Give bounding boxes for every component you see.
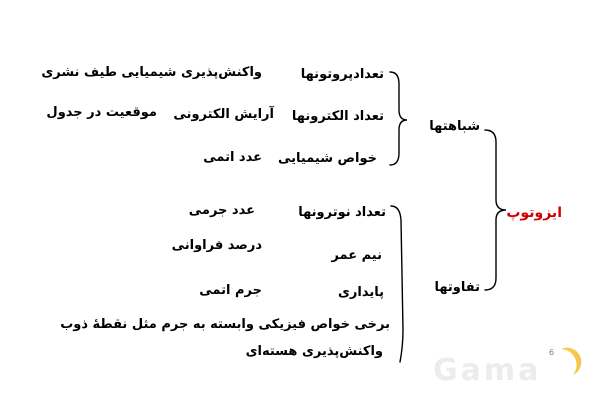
logo-accent-icon — [561, 347, 582, 375]
similarity-chemical-properties: خواص شیمیایی — [277, 151, 377, 166]
difference-atomic-mass: جرم اتمی — [199, 283, 262, 298]
differences-bracket — [390, 205, 404, 363]
difference-half-life: نیم عمر — [331, 248, 382, 263]
similarity-electron-configuration: آرایش الکترونی — [173, 107, 274, 122]
difference-abundance: درصد فراوانی — [171, 238, 262, 253]
root-bracket — [484, 129, 507, 291]
difference-neutrons: تعداد نوترونها — [298, 205, 386, 220]
gama-logo: Gama — [433, 347, 582, 388]
similarity-table-position: موقعیت در جدول — [46, 105, 157, 120]
difference-nuclear-reactivity-note: واکنش‌پذیری هسته‌ای — [245, 344, 383, 359]
similarity-protons: تعدادپروتونها — [300, 67, 384, 82]
similarity-electrons: تعداد الکترونها — [291, 109, 384, 124]
differences-title: تفاوتها — [434, 280, 480, 295]
root-label: ایزوتوپ — [506, 205, 562, 221]
difference-physical-properties-note: برخی خواص فیزیکی وابسته به جرم مثل نقطهٔ… — [60, 317, 390, 332]
difference-stability: پایداری — [337, 285, 384, 300]
similarities-bracket — [389, 71, 408, 166]
similarity-emission-spectrum: طیف نشری — [41, 65, 117, 80]
similarity-chemical-reactivity: واکنش‌پذیری شیمیایی — [121, 65, 262, 80]
similarities-title: شباهتها — [429, 119, 480, 134]
page-number: 6 — [549, 348, 555, 357]
difference-mass-number: عدد جرمی — [188, 203, 255, 218]
gama-logo-text: Gama — [433, 353, 541, 388]
similarity-atomic-number: عدد اتمی — [203, 150, 262, 165]
